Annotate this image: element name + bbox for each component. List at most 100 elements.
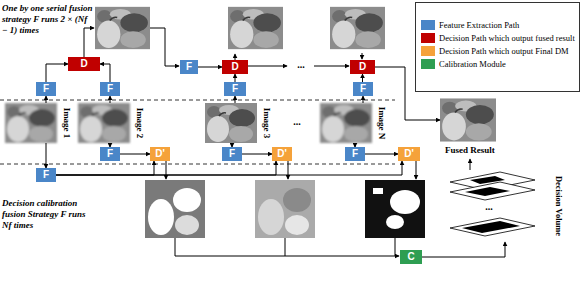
separator-line <box>0 164 395 165</box>
ellipsis: ... <box>476 201 502 213</box>
source-image-node: Image N <box>320 103 388 143</box>
calibration-box: C <box>400 250 422 264</box>
fused-image <box>330 7 385 49</box>
flow-arrow <box>84 28 94 57</box>
flow-arrow <box>175 238 399 256</box>
flow-line <box>285 238 286 256</box>
legend-text: Decision Path which output fused result <box>439 34 575 43</box>
connector <box>46 143 47 168</box>
connector <box>100 64 110 82</box>
legend-swatch <box>421 46 435 56</box>
box-label: D' <box>404 148 414 160</box>
box-label: F <box>232 83 238 95</box>
result-image <box>440 98 496 141</box>
legend-text: Calibration Module <box>439 60 506 69</box>
feature-box: F <box>100 147 120 161</box>
decision-map <box>365 180 425 238</box>
volume-blob <box>462 221 520 233</box>
box-label: F <box>107 83 113 95</box>
feature-box: F <box>222 147 242 161</box>
source-image <box>5 103 57 143</box>
legend-swatch <box>421 33 435 43</box>
fused-image <box>95 7 150 49</box>
connector <box>56 161 402 175</box>
flow-arrow <box>150 28 179 66</box>
feature-box: F <box>36 168 56 182</box>
connector <box>242 154 272 155</box>
legend-item: Decision Path which output fused result <box>421 33 575 43</box>
source-image <box>320 103 372 143</box>
legend-item: Feature Extraction Path <box>421 20 575 30</box>
legend-item: Calibration Module <box>421 59 575 69</box>
connector <box>46 64 68 82</box>
legend-text: Feature Extraction Path <box>439 21 519 30</box>
connector <box>235 74 236 82</box>
flow-line <box>395 238 396 256</box>
strategy-note: One by one serial fusion strategy F runs… <box>2 3 94 36</box>
flow-arrow <box>362 53 363 59</box>
box-label: D <box>359 61 366 73</box>
flow-arrow <box>314 66 349 67</box>
node-label: Image 2 <box>134 103 146 143</box>
feature-box: F <box>100 82 120 96</box>
flow-arrow <box>248 66 287 67</box>
flow-arrow <box>416 159 417 179</box>
feature-box: F <box>353 82 373 96</box>
connector <box>56 161 154 175</box>
separator-line <box>0 100 395 101</box>
box-label: F <box>186 61 192 73</box>
source-image-node: Image 2 <box>78 103 146 143</box>
connector <box>362 74 363 82</box>
node-label: Fused Result <box>435 145 505 156</box>
decision-box: D <box>350 60 375 74</box>
box-label: D <box>231 61 238 73</box>
box-label: C <box>407 251 414 263</box>
box-label: F <box>229 148 235 160</box>
volume-stack <box>450 172 535 236</box>
connector <box>365 154 398 155</box>
legend-swatch <box>421 20 435 30</box>
connector <box>120 154 150 155</box>
volume-layer <box>450 182 535 200</box>
box-label: D <box>80 58 87 70</box>
connector <box>363 96 364 103</box>
box-label: F <box>43 169 49 181</box>
legend-swatch <box>421 59 435 69</box>
feature-box: F <box>345 147 365 161</box>
node-label: Image 3 <box>261 103 273 143</box>
connector <box>198 67 222 68</box>
legend-item: Decision Path which output Final DM <box>421 46 575 56</box>
source-image-node: Image 1 <box>5 103 73 143</box>
node-label: Image 1 <box>61 103 73 143</box>
ellipsis: ... <box>282 116 312 128</box>
final-decision-box: D' <box>398 147 420 161</box>
feature-box: F <box>180 60 198 74</box>
decision-map <box>255 180 315 238</box>
feature-box: F <box>36 82 56 96</box>
box-label: F <box>107 148 113 160</box>
box-label: D' <box>277 148 287 160</box>
feature-box: F <box>224 82 246 96</box>
connector <box>110 96 111 103</box>
decision-map <box>145 180 205 238</box>
legend-text: Decision Path which output Final DM <box>439 47 569 56</box>
box-label: F <box>43 83 49 95</box>
connector <box>422 242 505 257</box>
node-label: Image N <box>376 103 388 143</box>
source-image <box>205 103 257 143</box>
source-image <box>78 103 130 143</box>
connector <box>46 96 47 103</box>
decision-box: D <box>68 57 100 71</box>
ellipsis: ... <box>289 59 313 71</box>
decision-box: D <box>222 60 248 74</box>
connector <box>56 161 276 175</box>
legend-box: Feature Extraction PathDecision Path whi… <box>415 2 580 92</box>
volume-blob <box>465 187 510 196</box>
connector <box>470 159 471 170</box>
strategy-note: Decision calibration fusion Strategy F r… <box>2 198 97 231</box>
box-label: D' <box>155 148 165 160</box>
node-label: Decision Volume <box>553 170 565 242</box>
source-image-node: Image 3 <box>205 103 273 143</box>
fused-image <box>228 7 283 49</box>
volume-layer <box>450 218 535 236</box>
